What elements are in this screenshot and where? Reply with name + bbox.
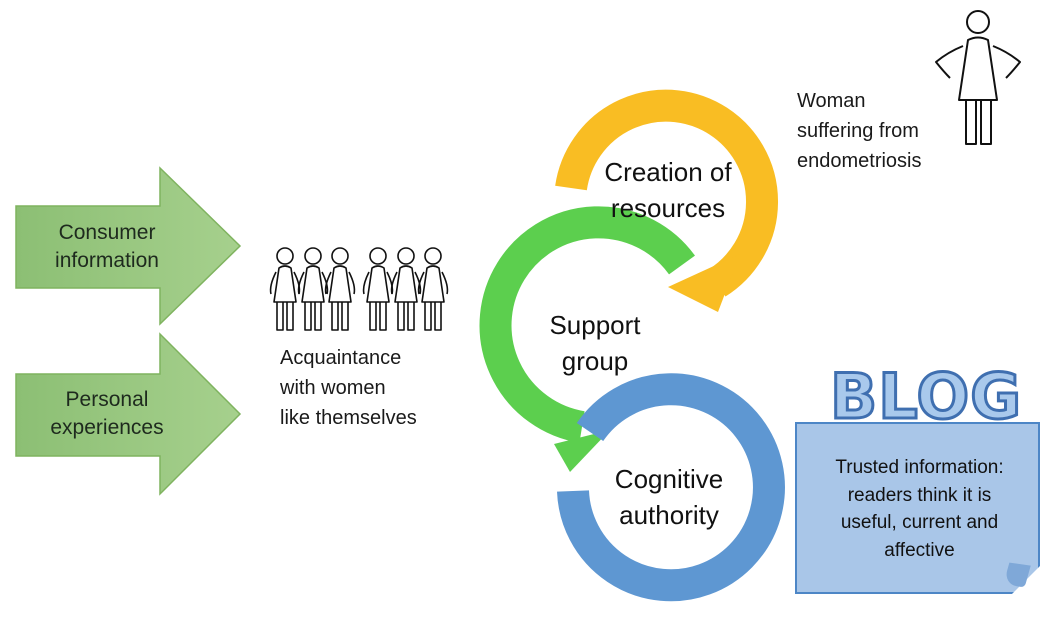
consumer-information-arrow — [15, 166, 242, 326]
acquaintance-line-1: Acquaintance — [280, 347, 402, 369]
personal-experiences-text: Personal experiences — [50, 388, 164, 440]
acquaintance-label: Acquaintance with women like themselves — [280, 343, 470, 433]
woman-line-1: Woman — [797, 90, 866, 112]
acquaintance-line-3: like themselves — [280, 407, 417, 429]
personal-experiences-arrow — [15, 332, 242, 496]
blog-line-3: useful, current and — [840, 512, 999, 534]
support-cycle-arc — [479, 206, 695, 443]
blog-note-text: Trusted information: readers think it is… — [805, 454, 1034, 564]
support-line-2: group — [561, 345, 629, 376]
support-group-label: Support group — [490, 308, 700, 380]
woman-line-2: suffering from — [797, 120, 919, 142]
support-cycle-arrowhead — [554, 430, 610, 472]
blog-note: Trusted information: readers think it is… — [795, 422, 1040, 594]
creation-cycle-arrowhead — [668, 254, 740, 312]
creation-line-2: resources — [610, 192, 726, 223]
woman-line-3: endometriosis — [797, 150, 922, 172]
creation-line-1: Creation of — [604, 157, 732, 187]
blog-line-1: Trusted information: — [835, 457, 1004, 478]
personal-experiences-label: Personal experiences — [12, 386, 202, 443]
creation-cycle-arc — [555, 89, 779, 297]
creation-of-resources-label: Creation of resources — [563, 155, 773, 227]
woman-label: Woman suffering from endometriosis — [797, 86, 967, 176]
acquaintance-line-2: with women — [280, 377, 386, 399]
support-line-1: Support — [549, 310, 641, 340]
women-group-icon — [269, 247, 449, 331]
woman-shrugging-icon — [935, 10, 1021, 145]
blog-title: BLOG — [829, 359, 1023, 435]
cognitive-authority-label: Cognitive authority — [564, 462, 774, 534]
blog-line-4: affective — [884, 539, 955, 561]
cognitive-cycle-arc — [557, 373, 785, 602]
cognitive-line-2: authority — [619, 499, 719, 530]
consumer-information-text: Consumer information — [55, 221, 159, 273]
blog-line-2: readers think it is — [847, 484, 992, 506]
consumer-information-label: Consumer information — [12, 219, 202, 276]
cognitive-line-1: Cognitive — [614, 464, 724, 494]
